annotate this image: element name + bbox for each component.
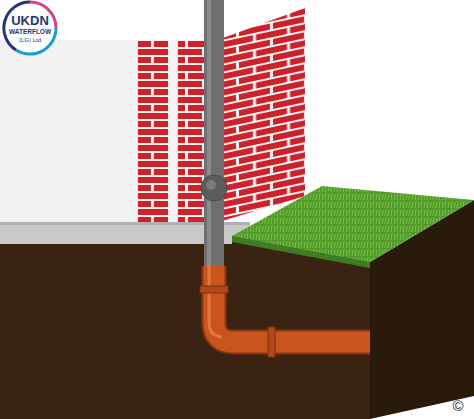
access-cap-highlight bbox=[206, 180, 216, 190]
mortar-column bbox=[168, 40, 178, 224]
drain-pipe-highlight bbox=[209, 266, 222, 337]
logo-text: UKDN bbox=[11, 14, 49, 27]
logo-text: (LG) Ltd bbox=[19, 37, 41, 43]
grass-edge bbox=[232, 236, 370, 268]
downpipe bbox=[204, 0, 224, 270]
grass bbox=[232, 186, 474, 262]
drain-pipe-outline bbox=[214, 266, 370, 342]
copyright-mark: © bbox=[452, 398, 463, 413]
brick-strip bbox=[138, 40, 206, 224]
pipe-collar bbox=[268, 327, 275, 357]
pipe-collar bbox=[200, 286, 228, 293]
logo-disc bbox=[4, 2, 56, 54]
drain-pipe bbox=[214, 266, 370, 342]
logo-text: WATERFLOW bbox=[9, 29, 51, 36]
soil-front bbox=[0, 236, 370, 419]
access-cap bbox=[201, 175, 227, 201]
white-wall bbox=[0, 40, 140, 224]
downpipe-highlight bbox=[207, 0, 211, 270]
